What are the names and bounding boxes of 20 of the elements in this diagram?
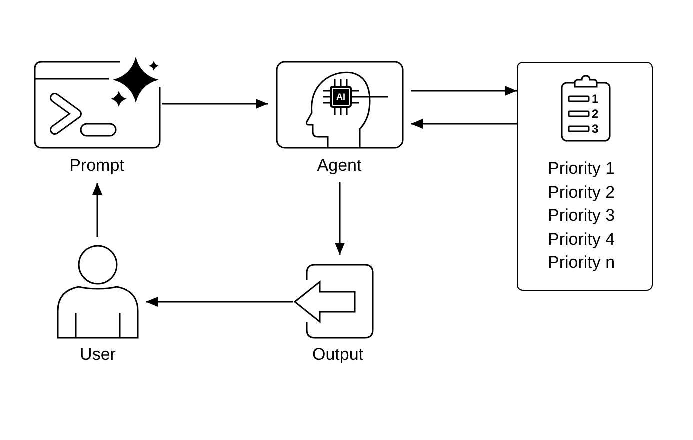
arrow (146, 297, 293, 307)
list-item-text: Priority 3 (548, 205, 616, 227)
list-item-text: Priority 4 (548, 228, 616, 250)
arrow (411, 86, 517, 96)
node-label: Agent (317, 156, 362, 176)
arrow (92, 183, 102, 237)
node-label: User (80, 345, 116, 365)
list-item-text: Priority 1 (548, 158, 616, 180)
node-label: Output (312, 345, 364, 365)
arrow (162, 99, 268, 109)
list-item-text: Priority n (548, 252, 616, 274)
list-item-text: Priority 2 (548, 182, 616, 204)
node-label: Prompt (70, 156, 124, 176)
list-number: 3 (592, 123, 599, 135)
list-number: 1 (592, 93, 599, 105)
list-number: 2 (592, 108, 599, 120)
arrow (411, 119, 517, 129)
arrow (335, 182, 345, 255)
list-panel (517, 62, 653, 291)
processor-chip: AI (330, 86, 352, 108)
